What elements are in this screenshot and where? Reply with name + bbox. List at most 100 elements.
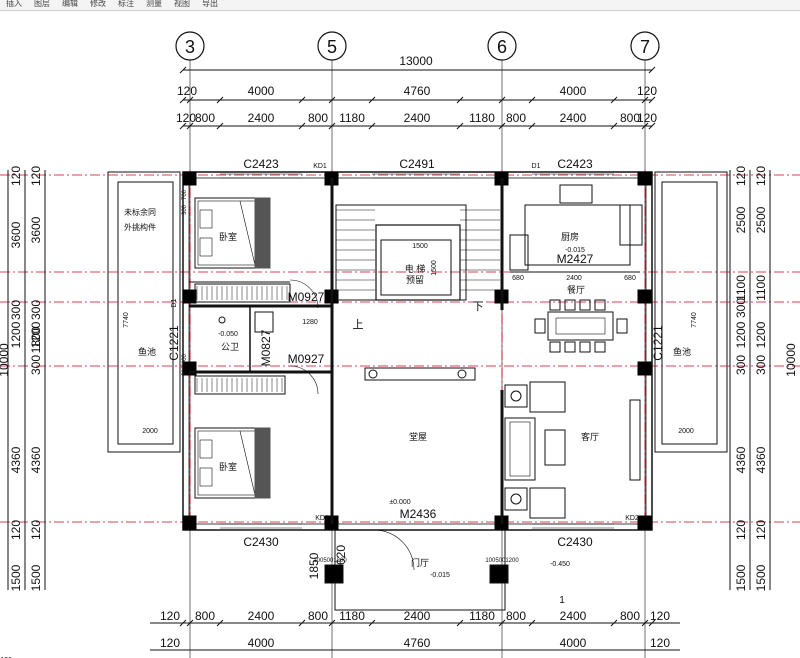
- toolbar-item[interactable]: 修改: [90, 0, 106, 8]
- dim-tick: [186, 122, 194, 130]
- label-680b: 680: [624, 275, 636, 282]
- lamp-icon: [510, 493, 522, 505]
- dim-end: 120: [160, 609, 180, 623]
- label-door-m0927b: M0927: [288, 352, 325, 366]
- axis-label: 7: [640, 37, 650, 57]
- dim-tick: [528, 96, 536, 104]
- chair: [579, 341, 591, 353]
- toolbar-item[interactable]: 图层: [34, 0, 50, 8]
- dim-row-left2: 1500: [9, 564, 23, 591]
- label-level-kitchen: -0.015: [565, 247, 585, 254]
- label-pool-right: 鱼池: [673, 346, 691, 357]
- dim-opening: 1180: [469, 111, 495, 125]
- dim-span: 4000: [248, 636, 275, 650]
- dim-row-left2: 1200: [9, 321, 23, 348]
- dim-tick: [648, 66, 656, 74]
- axis-label: 3: [185, 37, 195, 57]
- pool-right-inner: [661, 181, 718, 445]
- dim-span: 4000: [560, 636, 587, 650]
- dim-tick: [610, 619, 618, 627]
- lamp-icon: [368, 369, 378, 379]
- label-col-r: 1005001200: [485, 558, 519, 564]
- dim-tick: [498, 122, 506, 130]
- label-level-hall: ±0.000: [389, 499, 410, 506]
- dim-row-left2: 120: [9, 520, 23, 540]
- toolbar-item[interactable]: 标注: [118, 0, 134, 8]
- dim-row-right2: 1200: [754, 321, 768, 348]
- dim-tick: [328, 619, 336, 627]
- toilet-fixture: [254, 311, 274, 333]
- dim-row-right2: 1500: [754, 564, 768, 591]
- label-level-porch: -0.015: [430, 572, 450, 579]
- side-table: [504, 384, 528, 408]
- pool-left-outer: [107, 171, 181, 453]
- exterior-wall: [182, 171, 653, 531]
- dim-row-right: 300: [734, 355, 748, 375]
- bed-top-blanket: [239, 200, 256, 266]
- dim-tick: [456, 619, 464, 627]
- armchair: [529, 487, 566, 519]
- dim-end: 120: [160, 636, 180, 650]
- pool-left-inner: [117, 181, 174, 445]
- sofa-cushion: [509, 421, 531, 477]
- dim-opening: 800: [620, 609, 640, 623]
- toolbar-item[interactable]: 编辑: [62, 0, 78, 8]
- dim-opening: 1180: [469, 609, 495, 623]
- label-door-m2427: M2427: [557, 252, 594, 266]
- porch-outline: [334, 529, 506, 611]
- dim-tick: [368, 122, 376, 130]
- label-window-c1221b: C1221: [651, 325, 665, 361]
- dim-row-left: 300: [29, 300, 43, 320]
- label-1500: 1500: [412, 243, 428, 250]
- dim-opening: 1180: [339, 111, 365, 125]
- dim-row-left: 4360: [29, 446, 43, 473]
- chair: [564, 341, 576, 353]
- label-note: 未标余同: [124, 207, 156, 217]
- chair: [534, 318, 546, 334]
- label-pool-len: 7740: [691, 312, 698, 328]
- column: [182, 515, 197, 530]
- dim-tick: [328, 122, 336, 130]
- dim-left-total: 10000: [0, 343, 11, 377]
- chair: [564, 299, 576, 311]
- bed-top-pillow: [199, 237, 213, 257]
- dim-tick: [186, 619, 194, 627]
- label-window-c2491: C2491: [399, 157, 435, 171]
- label-level-yard: -0.450: [550, 561, 570, 568]
- wardrobe-bottom: [194, 375, 286, 395]
- label-pool-left: 鱼池: [138, 346, 156, 357]
- dim-tick: [216, 122, 224, 130]
- label-window-c2430b: C2430: [557, 535, 593, 549]
- label-window-c2423: C2423: [243, 157, 279, 171]
- dim-tick: [641, 122, 649, 130]
- dim-row-right: 1500: [734, 564, 748, 591]
- bed-bottom-pillow: [199, 439, 213, 459]
- label-stairs-up: 上: [353, 318, 364, 331]
- column: [637, 515, 652, 530]
- bed-top-headboard: [254, 197, 271, 269]
- toolbar-item[interactable]: 视图: [174, 0, 190, 8]
- toolbar-item[interactable]: 导出: [202, 0, 218, 8]
- dim-tick: [648, 619, 656, 627]
- dim-row-left: 120: [29, 520, 43, 540]
- dim-row-right2: 120: [754, 166, 768, 186]
- toolbar-item[interactable]: 插入: [6, 0, 22, 8]
- dim-opening: 2400: [404, 111, 431, 125]
- label-porch: 门厅: [411, 557, 429, 568]
- toolbar-item[interactable]: 测量: [146, 0, 162, 8]
- pool-right-outer: [654, 171, 728, 453]
- dim-end: 120: [637, 111, 657, 125]
- label-1500v: 1500: [431, 260, 438, 276]
- dim-span: 4000: [248, 84, 275, 98]
- dim-row-left: 3600: [29, 216, 43, 243]
- dim-tick: [528, 619, 536, 627]
- label-elevator-2: 预留: [406, 274, 424, 285]
- label-700: 700: [182, 189, 188, 200]
- dim-row-right2: 300: [754, 355, 768, 375]
- dim-opening: 800: [195, 609, 215, 623]
- label-door-m0827: M0827: [259, 329, 273, 366]
- dim-row-left2: 4360: [9, 446, 23, 473]
- dim-row-left: 1500: [29, 564, 43, 591]
- label-kd1: KD1: [313, 163, 327, 170]
- label-bedroom-bottom: 卧室: [219, 461, 237, 472]
